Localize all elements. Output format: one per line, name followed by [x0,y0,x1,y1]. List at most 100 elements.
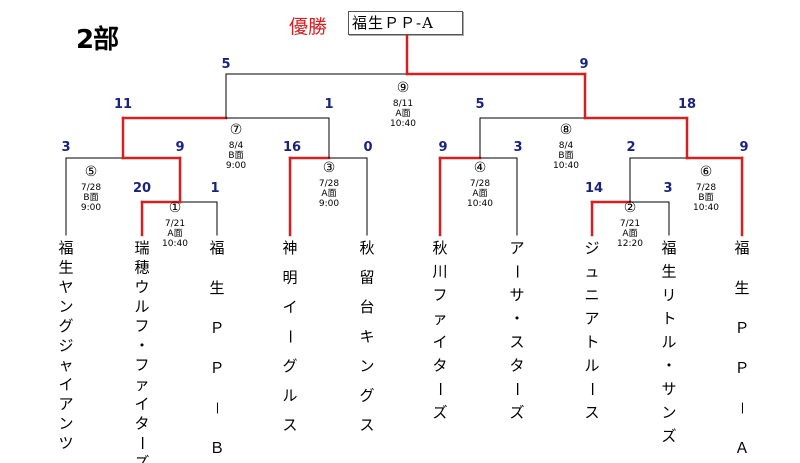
team-name-1-char: ン [58,298,73,316]
match-time-m7: 9:00 [226,161,246,171]
score-m7-right: 1 [324,97,333,112]
match-date-m1: 7/21 [165,219,185,229]
team-name-9-char: ン [661,404,676,422]
team-name-5-char: グ [359,387,374,405]
team-name-8-char: ー [583,381,601,396]
score-m2-right: 3 [663,181,672,196]
match-court-m5: B面 [83,192,98,203]
match-number-m2: ② [624,200,637,216]
match-number-m5: ⑤ [85,164,98,180]
champion-team: 福生ＰＰ-A [348,11,463,35]
team-name-3-char: 福 [209,239,224,257]
team-name-6-char: イ [432,333,447,351]
match-date-m8: 8/4 [559,141,574,151]
team-name-2-char: タ [134,415,149,433]
team-name-2-char: ウ [134,278,149,296]
match-time-m8: 10:40 [553,161,579,171]
score-m5-left: 3 [61,140,70,155]
team-name-6-char: 秋 [432,239,447,257]
match-number-m9: ⑨ [397,80,410,96]
team-name-2-char: イ [134,395,149,413]
match-date-m2: 7/21 [620,219,640,229]
score-m5-right: 9 [175,140,184,155]
team-name-8-char: ア [584,310,599,328]
match-court-m1: A面 [167,228,182,239]
score-m3-left: 16 [283,140,301,155]
team-name-2-char: ・ [134,337,149,355]
team-name-1-char: ヤ [58,278,73,296]
score-m6-left: 2 [626,140,635,155]
score-m4-right: 3 [513,140,522,155]
team-name-6-char: ァ [432,310,447,328]
team-name-5-char: ン [359,357,374,375]
team-name-8-char: ジ [584,239,599,257]
score-m3-right: 0 [363,140,372,155]
team-name-1-char: 福 [58,239,73,257]
match-court-m7: B面 [228,150,243,161]
team-name-5-char: 台 [359,298,374,316]
team-name-1-char: グ [58,317,73,335]
team-name-1-char: ジ [58,337,73,355]
match-number-m4: ④ [474,160,487,176]
team-name-7-char: ・ [509,310,524,328]
champion-label: 優勝 [289,16,328,38]
match-time-m2: 12:20 [617,239,643,249]
match-number-m3: ③ [323,160,336,176]
team-name-3-char: 生 [209,279,224,297]
team-name-8-char: ニ [584,286,599,304]
score-m1-left: 20 [133,181,151,196]
team-name-1-char: ン [58,415,73,433]
team-name-3-char: － [208,400,226,415]
score-m8-right: 18 [678,97,696,112]
score-m7-left: 11 [114,97,132,112]
score-m1-right: 1 [210,181,219,196]
team-name-9-char: ズ [661,427,676,445]
team-name-6-char: ー [431,381,449,396]
match-time-m3: 9:00 [319,199,339,209]
team-name-2-char: 穂 [134,259,149,277]
team-name-5-char: 秋 [359,239,374,257]
score-m6-right: 9 [739,140,748,155]
team-name-6-char: ズ [432,404,447,422]
team-name-7-char: ス [509,333,524,351]
team-name-4-char: 明 [282,269,297,287]
team-name-10-char: Ｐ [734,319,749,337]
team-name-2-char: 瑞 [134,239,149,257]
match-court-m6: B面 [698,192,713,203]
team-name-9-char: ル [661,333,676,351]
team-name-8-char: ス [584,404,599,422]
score-m9-left: 5 [221,57,230,72]
score-m4-left: 9 [438,140,447,155]
team-name-8-char: ト [584,333,599,351]
match-number-m1: ① [169,200,182,216]
team-name-6-char: タ [432,357,447,375]
team-name-3-char: Ｐ [209,359,224,377]
match-court-m4: A面 [472,188,487,199]
team-name-2-char: フ [134,356,149,374]
match-date-m7: 8/4 [229,141,244,151]
team-name-7-char: サ [509,286,524,304]
match-number-m6: ⑥ [700,164,713,180]
match-date-m3: 7/28 [319,179,339,189]
team-name-9-char: 生 [661,263,676,281]
match-number-m8: ⑧ [560,122,573,138]
team-name-4-char: 神 [282,239,297,257]
team-name-2-char: ァ [134,376,149,394]
team-name-1-char: ャ [58,356,73,374]
match-date-m6: 7/28 [696,183,716,193]
team-name-9-char: リ [661,286,676,304]
team-name-4-char: ス [282,416,297,434]
team-name-2-char: フ [134,317,149,335]
team-name-7-char: ー [508,264,526,279]
team-name-4-char: ー [281,329,299,344]
team-name-8-char: ュ [584,263,599,281]
team-name-4-char: グ [282,357,297,375]
match-time-m4: 10:40 [467,199,493,209]
team-name-7-char: ズ [509,404,524,422]
team-name-2-char: ル [134,298,149,316]
team-name-7-char: ア [509,239,524,257]
team-name-10-char: Ａ [734,439,749,457]
team-name-2-char: ズ [134,454,149,463]
team-name-7-char: タ [509,357,524,375]
